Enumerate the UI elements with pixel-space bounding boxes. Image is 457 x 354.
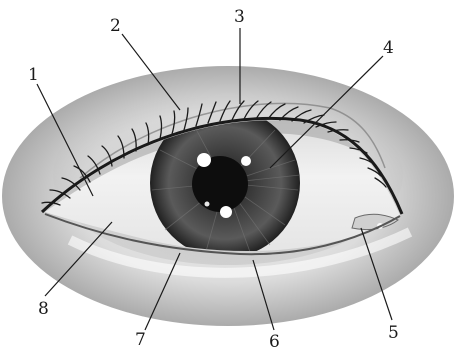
highlight-large xyxy=(197,153,211,167)
label-8: 8 xyxy=(38,299,49,319)
label-7: 7 xyxy=(135,330,146,350)
label-6: 6 xyxy=(269,332,280,352)
highlight-lower xyxy=(220,206,232,218)
label-2: 2 xyxy=(110,16,121,36)
highlight-small xyxy=(241,156,251,166)
label-4: 4 xyxy=(383,38,394,58)
label-1: 1 xyxy=(28,65,39,85)
label-3: 3 xyxy=(234,7,245,27)
label-5: 5 xyxy=(388,323,399,343)
